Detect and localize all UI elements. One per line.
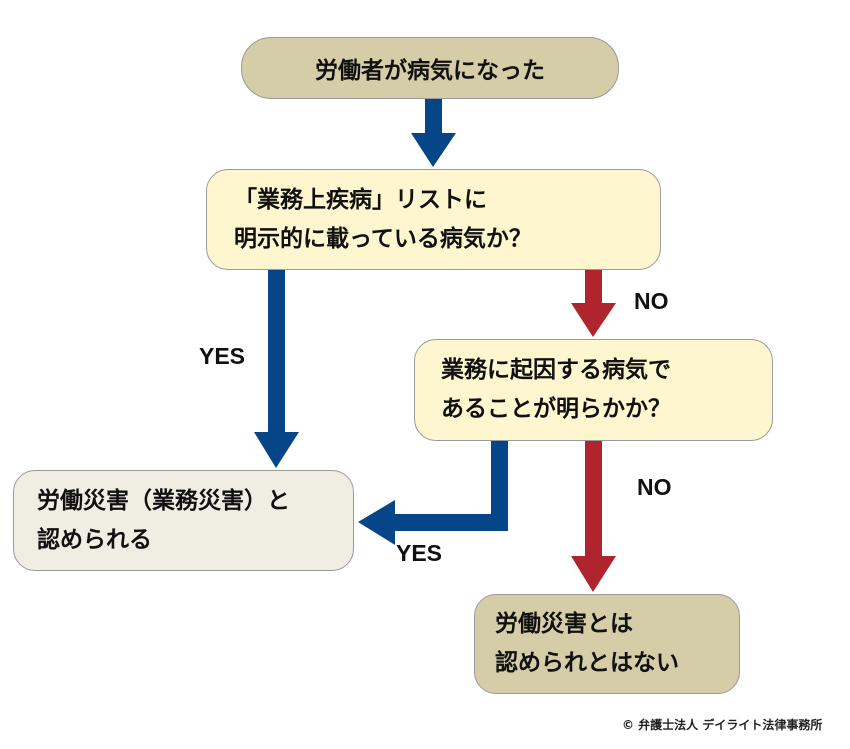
q2-yes-label: YES [396,540,443,566]
arrow-q2-no [571,441,616,592]
question-2-node: 業務に起因する病気で あることが明らかか？ [414,339,773,441]
question-2-line-2: あることが明らかか？ [441,396,671,422]
question-1-node: 「業務上疾病」リストに 明示的に載っている病気か？ [206,169,661,270]
start-node: 労働者が病気になった [241,37,619,99]
copyright-text: © 弁護士法人 デイライト法律事務所 [622,718,823,732]
result-not-recognized-node: 労働災害とは 認められとはない [474,594,740,694]
question-1-line-1: 「業務上疾病」リストに [234,186,487,213]
question-2-line-1: 業務に起因する病気で [441,357,671,383]
result-recognized-line-2: 認められる [37,526,152,553]
result-not-recognized-line-2: 認められとはない [495,650,679,676]
start-node-text: 労働者が病気になった [315,58,545,84]
arrow-q1-no [571,270,616,337]
result-recognized-line-1: 労働災害（業務災害）と [37,487,290,514]
arrow-q2-yes [358,441,508,545]
result-recognized-node: 労働災害（業務災害）と 認められる [13,470,354,571]
arrow-q1-yes [254,270,299,468]
question-1-line-2: 明示的に載っている病気か？ [234,225,532,252]
arrow-start-to-q1 [411,99,456,167]
result-not-recognized-line-1: 労働災害とは [495,611,633,637]
q1-no-label: NO [634,288,669,314]
q2-no-label: NO [637,474,672,500]
q1-yes-label: YES [199,343,246,369]
